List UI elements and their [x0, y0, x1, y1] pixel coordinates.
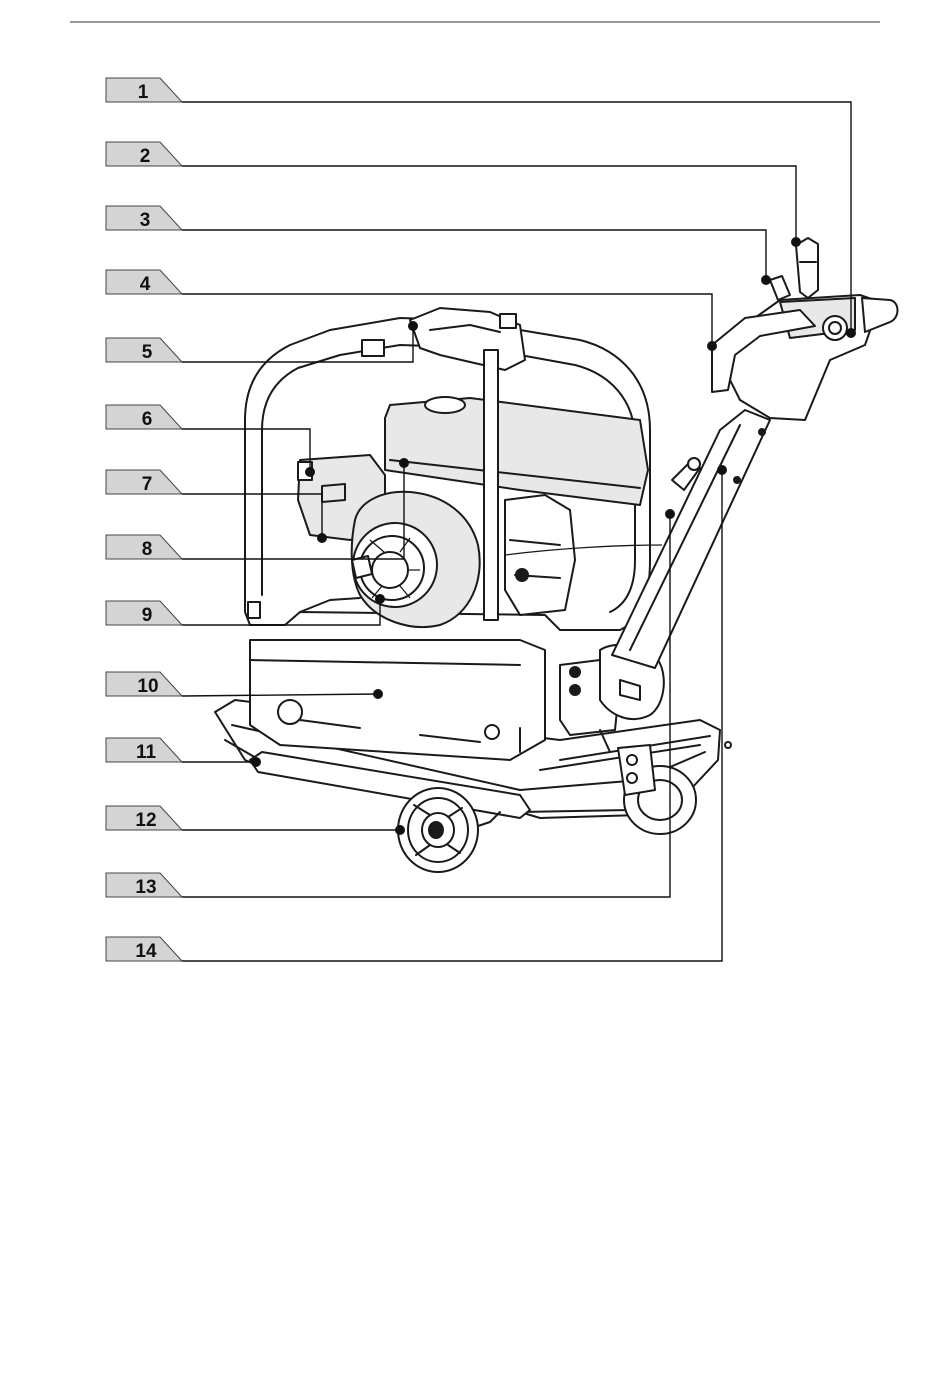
callout-label: 11 — [136, 742, 157, 763]
callout-label: 4 — [140, 274, 151, 295]
callout-label: 12 — [135, 810, 156, 831]
callout-label: 7 — [142, 474, 153, 495]
leader-dot-14 — [717, 465, 727, 475]
callout-label: 2 — [140, 146, 151, 167]
callout-13: 13 — [106, 873, 182, 898]
leader-dot-1 — [846, 328, 856, 338]
callout-10: 10 — [106, 672, 182, 697]
leader-dot-10 — [373, 689, 383, 699]
callout-1: 1 — [106, 78, 182, 103]
callout-11: 11 — [106, 738, 182, 763]
throttle-lever — [770, 276, 790, 300]
leader-line-1 — [182, 102, 851, 333]
leader-dot-11 — [251, 757, 261, 767]
callout-2: 2 — [106, 142, 182, 167]
leader-dot-7 — [317, 533, 327, 543]
guide-handle — [612, 238, 898, 668]
exciter-housing — [250, 640, 545, 760]
callout-label: 14 — [135, 941, 157, 962]
belt-guard — [505, 495, 575, 615]
callout-9: 9 — [106, 601, 182, 626]
callout-label: 3 — [140, 210, 151, 231]
callout-5: 5 — [106, 338, 182, 363]
callout-4: 4 — [106, 270, 182, 295]
leader-dot-5 — [408, 321, 418, 331]
callout-14: 14 — [106, 937, 182, 962]
callout-tags: 1 2 3 4 5 6 7 8 — [106, 78, 182, 962]
leader-dot-2 — [791, 237, 801, 247]
callout-12: 12 — [106, 806, 182, 831]
callout-label: 9 — [142, 605, 153, 626]
leader-dot-4 — [707, 341, 717, 351]
leader-dot-9 — [375, 594, 385, 604]
callout-6: 6 — [106, 405, 182, 430]
leader-dot-13 — [665, 509, 675, 519]
callout-label: 8 — [142, 539, 153, 560]
callout-label: 13 — [135, 877, 156, 898]
callout-label: 5 — [142, 342, 153, 363]
leader-line-3 — [182, 230, 766, 280]
leader-dot-8 — [399, 458, 409, 468]
callout-label: 1 — [138, 82, 149, 103]
plate-compactor-illustration — [215, 238, 898, 872]
travel-lever — [796, 238, 818, 298]
leader-dot-3 — [761, 275, 771, 285]
leader-dot-6 — [305, 467, 315, 477]
frame-upright — [484, 350, 498, 620]
callout-7: 7 — [106, 470, 182, 495]
callout-label: 6 — [142, 409, 153, 430]
leader-dot-12 — [395, 825, 405, 835]
callout-label: 10 — [137, 676, 158, 697]
callout-3: 3 — [106, 206, 182, 231]
callout-8: 8 — [106, 535, 182, 560]
